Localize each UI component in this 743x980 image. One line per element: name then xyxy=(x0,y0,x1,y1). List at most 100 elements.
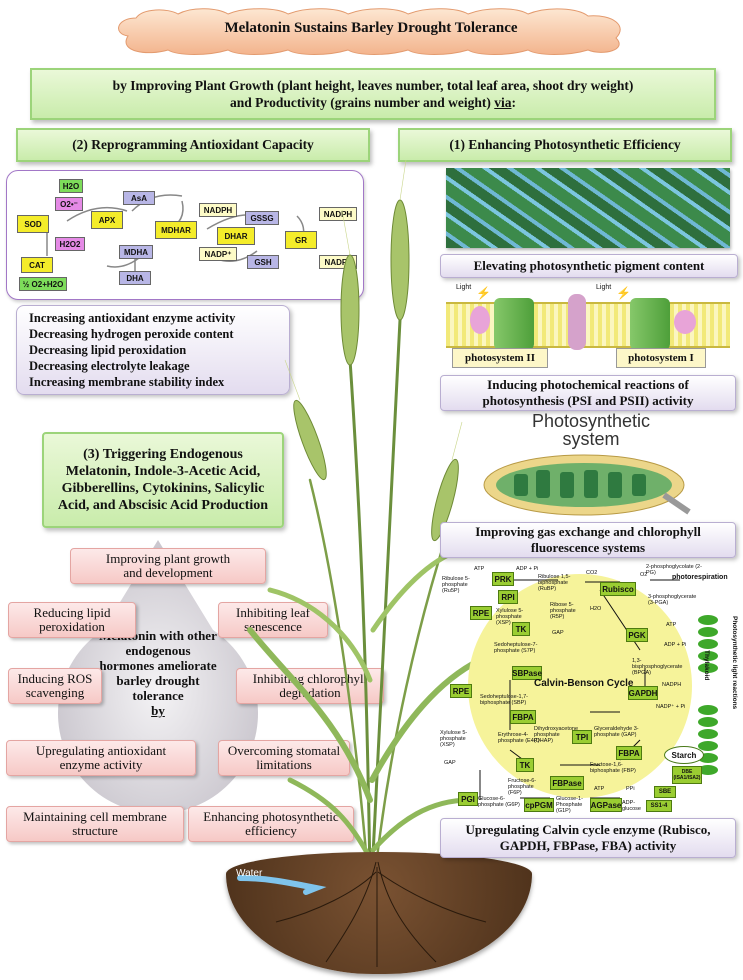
met-3pga: 3-phosphoglycerate (3-PGA) xyxy=(648,594,697,606)
enzyme-fbpase: FBPase xyxy=(550,776,584,790)
enzyme-fbpa1: FBPA xyxy=(510,710,536,724)
water-label: Water xyxy=(236,868,263,879)
intro-line-1: by Improving Plant Growth (plant height,… xyxy=(112,78,634,93)
met-2pg: 2-phosphoglycolate (2-PG) xyxy=(646,564,702,576)
met-adpg: ADP-glucose xyxy=(622,800,641,812)
met-atp1: ATP xyxy=(474,566,485,572)
ps2-label: photosystem II xyxy=(452,348,548,368)
light-reactions-label: Photosynthetic light reactions xyxy=(731,616,738,710)
box-photo: Enhancing photosynthetic efficiency xyxy=(188,806,354,842)
effect-item: Increasing membrane stability index xyxy=(29,375,225,389)
photochem-box: Inducing photochemical reactions of phot… xyxy=(440,375,736,411)
barley-plant-illustration xyxy=(247,160,483,877)
calvin-cycle-diagram: PRK RPI RPE Rubisco TK PGK SBPase RPE GA… xyxy=(440,560,740,814)
enzyme-pgk: PGK xyxy=(626,628,648,642)
light1-label: Light xyxy=(456,284,472,291)
met-nadp: NADP⁺ + Pi xyxy=(656,704,686,710)
section1-title: (1) Enhancing Photosynthetic Efficiency xyxy=(398,128,732,162)
box-lipid: Reducing lipid peroxidation xyxy=(8,602,136,638)
h2o-node: H2O xyxy=(59,179,83,193)
met-gap1: GAP xyxy=(552,630,564,636)
half-o2-node: ½ O2+H2O xyxy=(19,277,67,291)
thylakoid-label: Thylakoid xyxy=(703,650,710,681)
met-atp2: ATP xyxy=(666,622,677,628)
light2-label: Light xyxy=(596,284,612,291)
box-growth: Improving plant growth and development xyxy=(70,548,266,584)
pigment-box: Elevating photosynthetic pigment content xyxy=(440,254,738,278)
met-o2: O2 xyxy=(640,572,648,578)
box-senescence: Inhibiting leaf senescence xyxy=(218,602,328,638)
ps1-complex xyxy=(630,298,670,350)
asa-node: AsA xyxy=(123,191,155,205)
enzyme-gapdh: GAPDH xyxy=(628,686,658,700)
met-f6p: Fructose-6-phosphate (F6P) xyxy=(508,778,537,796)
gas-exchange-box: Improving gas exchange and chlorophyll f… xyxy=(440,522,736,558)
title-cloud: Melatonin Sustains Barley Drought Tolera… xyxy=(108,6,634,56)
effect-item: Decreasing lipid peroxidation xyxy=(29,343,187,357)
box-membrane: Maintaining cell membrane structure xyxy=(6,806,184,842)
effect-item: Decreasing hydrogen peroxide content xyxy=(29,327,234,341)
enzyme-dbe: DBE (ISA1/ISA2) xyxy=(672,766,702,784)
ps1-label: photosystem I xyxy=(616,348,706,368)
dhar-node: DHAR xyxy=(217,227,255,245)
dha-node: DHA xyxy=(119,271,151,285)
met-ru5p: Ribulose 5-phosphate (Ru5P) xyxy=(442,576,470,594)
enzyme-prk: PRK xyxy=(492,572,514,586)
enzyme-tk1: TK xyxy=(512,622,530,636)
met-xsp2: Xylulose 5-phosphate (XSP) xyxy=(440,730,468,748)
mdhar-node: MDHAR xyxy=(155,221,197,239)
center-by: by xyxy=(151,703,165,718)
antioxidant-effects-box: Increasing antioxidant enzyme activity D… xyxy=(16,305,290,395)
box-antiox: Upregulating antioxidant enzyme activity xyxy=(6,740,196,776)
enzyme-rpe2: RPE xyxy=(450,684,472,698)
met-g1p: Glucose-1-Phosphate (G1P) xyxy=(556,796,583,814)
barley-spike xyxy=(293,199,459,542)
met-s7p: Sedoheptulose-7-phosphate (S7P) xyxy=(494,642,538,654)
enzyme-pgi: PGI xyxy=(458,792,478,806)
met-g6p: Glucose-6-phosphate (G6P) xyxy=(478,796,520,808)
met-atp3: ATP xyxy=(594,786,605,792)
met-dhap: Dihydroxyacetone phosphate (DHAP) xyxy=(534,726,579,744)
met-sbp: Sedoheptulose-1,7-biphosphate (SBP) xyxy=(480,694,529,706)
enzyme-agpase: AGPase xyxy=(590,798,622,812)
h2o2-node: H2O2 xyxy=(55,237,85,251)
met-nadph: NADPH xyxy=(662,682,682,688)
photosynthetic-system-title: Photosynthetic system xyxy=(531,411,651,449)
nadp1-node: NADP⁺ xyxy=(199,247,237,261)
met-xsp1: Xylulose 5-phosphate (XSP) xyxy=(496,608,524,626)
hormone-center-text: Melatonin with other endogenous hormones… xyxy=(99,628,217,718)
gsh-node: GSH xyxy=(247,255,279,269)
met-r5p: Ribose 5-phosphate (R5P) xyxy=(550,602,576,620)
effect-item: Decreasing electrolyte leakage xyxy=(29,359,190,373)
calvin-cycle-label: Calvin-Benson Cycle xyxy=(534,678,634,689)
met-e4p: Erythrose-4-phosphate (E4P) xyxy=(498,732,540,744)
enzyme-ss: SS1-4 xyxy=(646,800,672,812)
ascorbate-cycle-diagram: H2O O2•⁻ SOD H2O2 CAT ½ O2+H2O APX AsA M… xyxy=(6,170,364,300)
met-rubp: Ribulose 1,5-biphosphate (RuBP) xyxy=(538,574,571,592)
ps2-complex xyxy=(494,298,534,350)
met-bpga: 1,3-bisphosphoglycerate (BPGA) xyxy=(632,658,683,676)
effect-item: Increasing antioxidant enzyme activity xyxy=(29,311,236,325)
chloroplast-tissue-image xyxy=(446,168,730,248)
enzyme-sbpase: SBPase xyxy=(512,666,542,680)
lightning-icon: ⚡ xyxy=(616,286,631,300)
enzyme-tk2: TK xyxy=(516,758,534,772)
mdha-node: MDHA xyxy=(119,245,153,259)
met-ppi: PPi xyxy=(626,786,635,792)
intro-banner: by Improving Plant Growth (plant height,… xyxy=(30,68,716,120)
nadph1-node: NADPH xyxy=(199,203,237,217)
section3-title: (3) Triggering Endogenous Melatonin, Ind… xyxy=(42,432,284,528)
o2-node: O2•⁻ xyxy=(55,197,83,211)
box-ros: Inducing ROS scavenging xyxy=(8,668,102,704)
met-gap2: GAP xyxy=(444,760,456,766)
photorespiration-label: photorespiration xyxy=(672,574,728,581)
met-co2: CO2 xyxy=(586,570,598,576)
met-adp2: ADP + Pi xyxy=(664,642,687,648)
gssg-node: GSSG xyxy=(245,211,279,225)
box-stomatal: Overcoming stomatal limitations xyxy=(218,740,350,776)
photosystem-membrane: Light Light ⚡ ⚡ photosystem II photosyst… xyxy=(446,282,730,372)
cloud-shape xyxy=(118,8,621,55)
met-g3p: Glyceraldehyde 3-phosphate (GAP) xyxy=(594,726,639,738)
met-h2o: H2O xyxy=(590,606,602,612)
calvin-enzyme-box: Upregulating Calvin cycle enzyme (Rubisc… xyxy=(440,818,736,858)
